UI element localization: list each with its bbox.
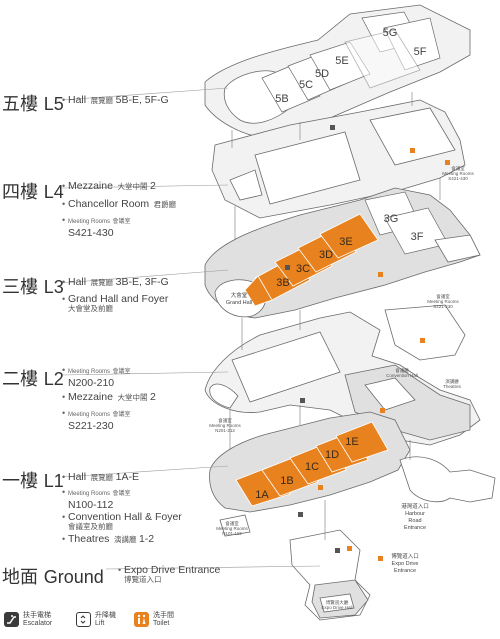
meeting-rooms-n201: N201-212 (215, 428, 235, 433)
l2-mezzaine-item: •Mezzaine 大堂中閣 2 (62, 391, 156, 403)
hall-3f-label: 3F (411, 231, 424, 243)
l5-hall-item: •Hall 展覽廳 5B-E, 5F-G (62, 94, 169, 106)
meeting-rooms-l2n-zh: 會議室 (218, 417, 232, 424)
floor-l5-plan (204, 4, 471, 139)
ground-expo-item: •Expo Drive Entrance 博覽道入口 (118, 564, 221, 584)
l1-hall-item: •Hall 展覽廳 1A-E (62, 471, 139, 483)
hall-1d-label: 1D (325, 449, 339, 461)
l2-meeting-s-item: •Meeting Rooms 會議室 S221-230 (62, 408, 131, 432)
expo-drive-hall-zh: 博覽道大廳 (326, 599, 349, 606)
floor-l5-en: L5 (43, 94, 64, 114)
hall-5e-label: 5E (335, 55, 348, 67)
floor-l3-plan (204, 187, 481, 319)
floor-l3-heading: 三樓 L3 (2, 273, 64, 299)
meeting-rooms-l2s-zh: 會議室 (436, 293, 450, 300)
hall-1e-label: 1E (345, 436, 358, 448)
floor-l1-plan (209, 411, 496, 537)
harbour-road-3: Entrance (404, 525, 426, 531)
convention-hall-zh-label: 會議廳 (395, 367, 409, 374)
theatres-zh-label: 演講廳 (445, 378, 459, 385)
floor-l4-en: L4 (43, 182, 64, 202)
floor-l4-zh: 四樓 (2, 182, 38, 203)
floor-l5-zh: 五樓 (2, 94, 38, 115)
hall-3d-label: 3D (319, 249, 333, 261)
harbour-road-zh: 港灣道入口 (401, 502, 429, 510)
floor-ground-heading: 地面 Ground (2, 563, 104, 589)
floor-l2-en: L2 (43, 369, 64, 389)
l3-grand-hall-item: •Grand Hall and Foyer 大會堂及前廳 (62, 293, 169, 313)
meeting-rooms-n101: N101-112 (222, 531, 242, 536)
l1-meeting-item: •Meeting Rooms 會議室 N100-112 (62, 487, 131, 511)
hall-3e-label: 3E (339, 236, 352, 248)
l3-hall-item: •Hall 展覽廳 3B-E, 3F-G (62, 276, 169, 288)
floor-l3-en: L3 (43, 277, 64, 297)
floor-l5-heading: 五樓 L5 (2, 90, 64, 116)
meeting-rooms-l2n: Meeting Rooms (209, 423, 241, 428)
escalator-icon (4, 612, 19, 627)
hall-5g-label: 5G (383, 27, 398, 39)
floor-l1-en: L1 (43, 471, 64, 491)
floor-l1-zh: 一樓 (2, 471, 38, 492)
meeting-rooms-l1: Meeting Rooms (216, 526, 248, 531)
hall-3b-label: 3B (276, 277, 289, 289)
toilet-icon (134, 612, 149, 627)
l4-chancellor-item: •Chancellor Room 君爵廳 (62, 198, 177, 210)
meeting-rooms-s421: S421-430 (448, 176, 468, 181)
hall-5d-label: 5D (315, 68, 329, 80)
l4-mezzaine-item: •Mezzaine 大堂中閣 2 (62, 180, 156, 192)
hall-5c-label: 5C (299, 79, 313, 91)
grand-hall-zh-label: 大會堂 (231, 291, 248, 299)
expo-drive-1: Expo Drive (392, 561, 419, 567)
hall-3g-label: 3G (384, 213, 399, 225)
convention-hall-label: Convention Hall (386, 373, 418, 378)
floor-ground-plan (289, 529, 371, 621)
meeting-rooms-l4: Meeting Rooms (442, 171, 474, 176)
floor-l2-heading: 二樓 L2 (2, 365, 64, 391)
meeting-rooms-l4-zh: 會議室 (451, 165, 465, 172)
floor-ground-zh: 地面 (2, 567, 38, 588)
floor-l4-plan (211, 99, 466, 219)
meeting-rooms-l2s: Meeting Rooms (427, 299, 459, 304)
l2-meeting-n-item: •Meeting Rooms 會議室 N200-210 (62, 365, 131, 389)
l1-convention-item: •Convention Hall & Foyer 會議室及前廳 (62, 511, 182, 531)
expo-drive-2: Entrance (394, 568, 416, 574)
hall-1c-label: 1C (305, 461, 319, 473)
l4-meeting-item: •Meeting Rooms 會議室 S421-430 (62, 215, 131, 239)
grand-hall-label: Grand Hall (226, 300, 252, 306)
hall-5f-label: 5F (414, 46, 427, 58)
hall-3c-label: 3C (296, 263, 310, 275)
l1-theatres-item: •Theatres 演講廳 1-2 (62, 533, 155, 545)
harbour-road-2: Road (408, 518, 421, 524)
harbour-road-1: Harbour (405, 511, 425, 517)
theatres-label: Theatres (443, 384, 462, 389)
floor-l3-zh: 三樓 (2, 277, 38, 298)
floor-ground-en: Ground (43, 567, 104, 587)
expo-drive-hall: Expo Drive Hall (321, 605, 352, 610)
floor-l2-zh: 二樓 (2, 369, 38, 390)
hall-1a-label: 1A (255, 489, 269, 501)
hall-5b-label: 5B (275, 93, 288, 105)
floor-l4-heading: 四樓 L4 (2, 178, 64, 204)
meeting-rooms-s221: S221-230 (433, 304, 453, 309)
meeting-rooms-l1-zh: 會議室 (225, 520, 239, 527)
lift-icon (76, 612, 91, 627)
floor-l1-heading: 一樓 L1 (2, 467, 64, 493)
expo-drive-zh: 博覽道入口 (391, 552, 419, 560)
hall-1b-label: 1B (280, 475, 293, 487)
